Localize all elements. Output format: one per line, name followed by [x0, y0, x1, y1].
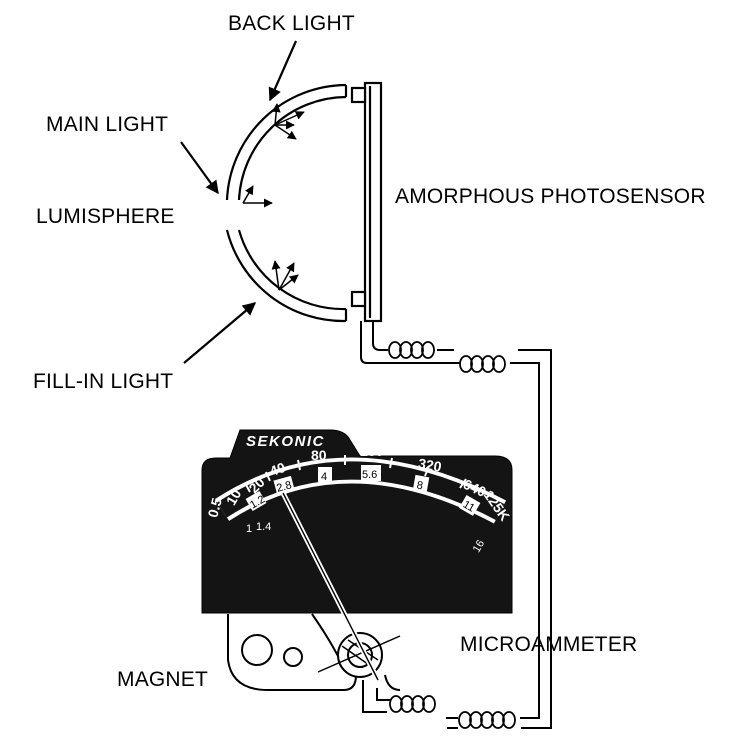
meter-brand: SEKONIC [246, 433, 325, 450]
label-arrows [180, 40, 298, 364]
light-rays [242, 103, 305, 291]
scale-320: 320 [417, 455, 443, 475]
below-1: 1 [246, 523, 252, 535]
below-1-4: 1.4 [256, 521, 271, 533]
lumisphere-label: LUMISPHERE [36, 205, 175, 228]
coil-bottom-1 [389, 695, 436, 713]
meter-needle [280, 491, 381, 682]
below-scale-labels: 1 1.4 16 [246, 521, 487, 555]
fstop-2-8: 2.8 [275, 479, 293, 495]
scale-40: 40 [267, 459, 287, 479]
lumisphere-dome [225, 83, 348, 323]
back-light-arrow [268, 40, 298, 102]
scale-160: 160 [360, 443, 384, 459]
fstop-5-6: 5.6 [362, 469, 377, 481]
magnet-label: MAGNET [117, 668, 209, 691]
meter-mechanism [227, 613, 401, 691]
fill-in-light-label: FILL-IN LIGHT [33, 370, 174, 393]
circuit-wires [360, 321, 552, 729]
microammeter-label: MICROAMMETER [460, 633, 638, 656]
below-16: 16 [471, 538, 488, 555]
meter-face [201, 429, 513, 614]
fstop-11: 11 [461, 499, 477, 515]
back-light-label: BACK LIGHT [228, 12, 355, 35]
main-light-arrow [180, 141, 219, 195]
fstop-8: 8 [416, 479, 424, 492]
scale-10: 10 [223, 486, 245, 508]
main-light-label: MAIN LIGHT [46, 113, 169, 136]
coil-top-1 [388, 341, 435, 359]
fstop-4: 4 [321, 471, 327, 483]
meter-model: L-398A [425, 434, 467, 449]
coil-bottom-2 [458, 711, 516, 729]
coil-top-2 [459, 355, 506, 373]
photosensor-plate [350, 81, 383, 323]
scale-0-5: 0.5 [204, 496, 225, 519]
fill-in-light-arrow [183, 302, 257, 364]
amorphous-photosensor-label: AMORPHOUS PHOTOSENSOR [395, 185, 706, 208]
mechanism-hole-large [241, 634, 273, 666]
mechanism-hole-small [283, 647, 303, 667]
scale-80: 80 [311, 447, 327, 463]
